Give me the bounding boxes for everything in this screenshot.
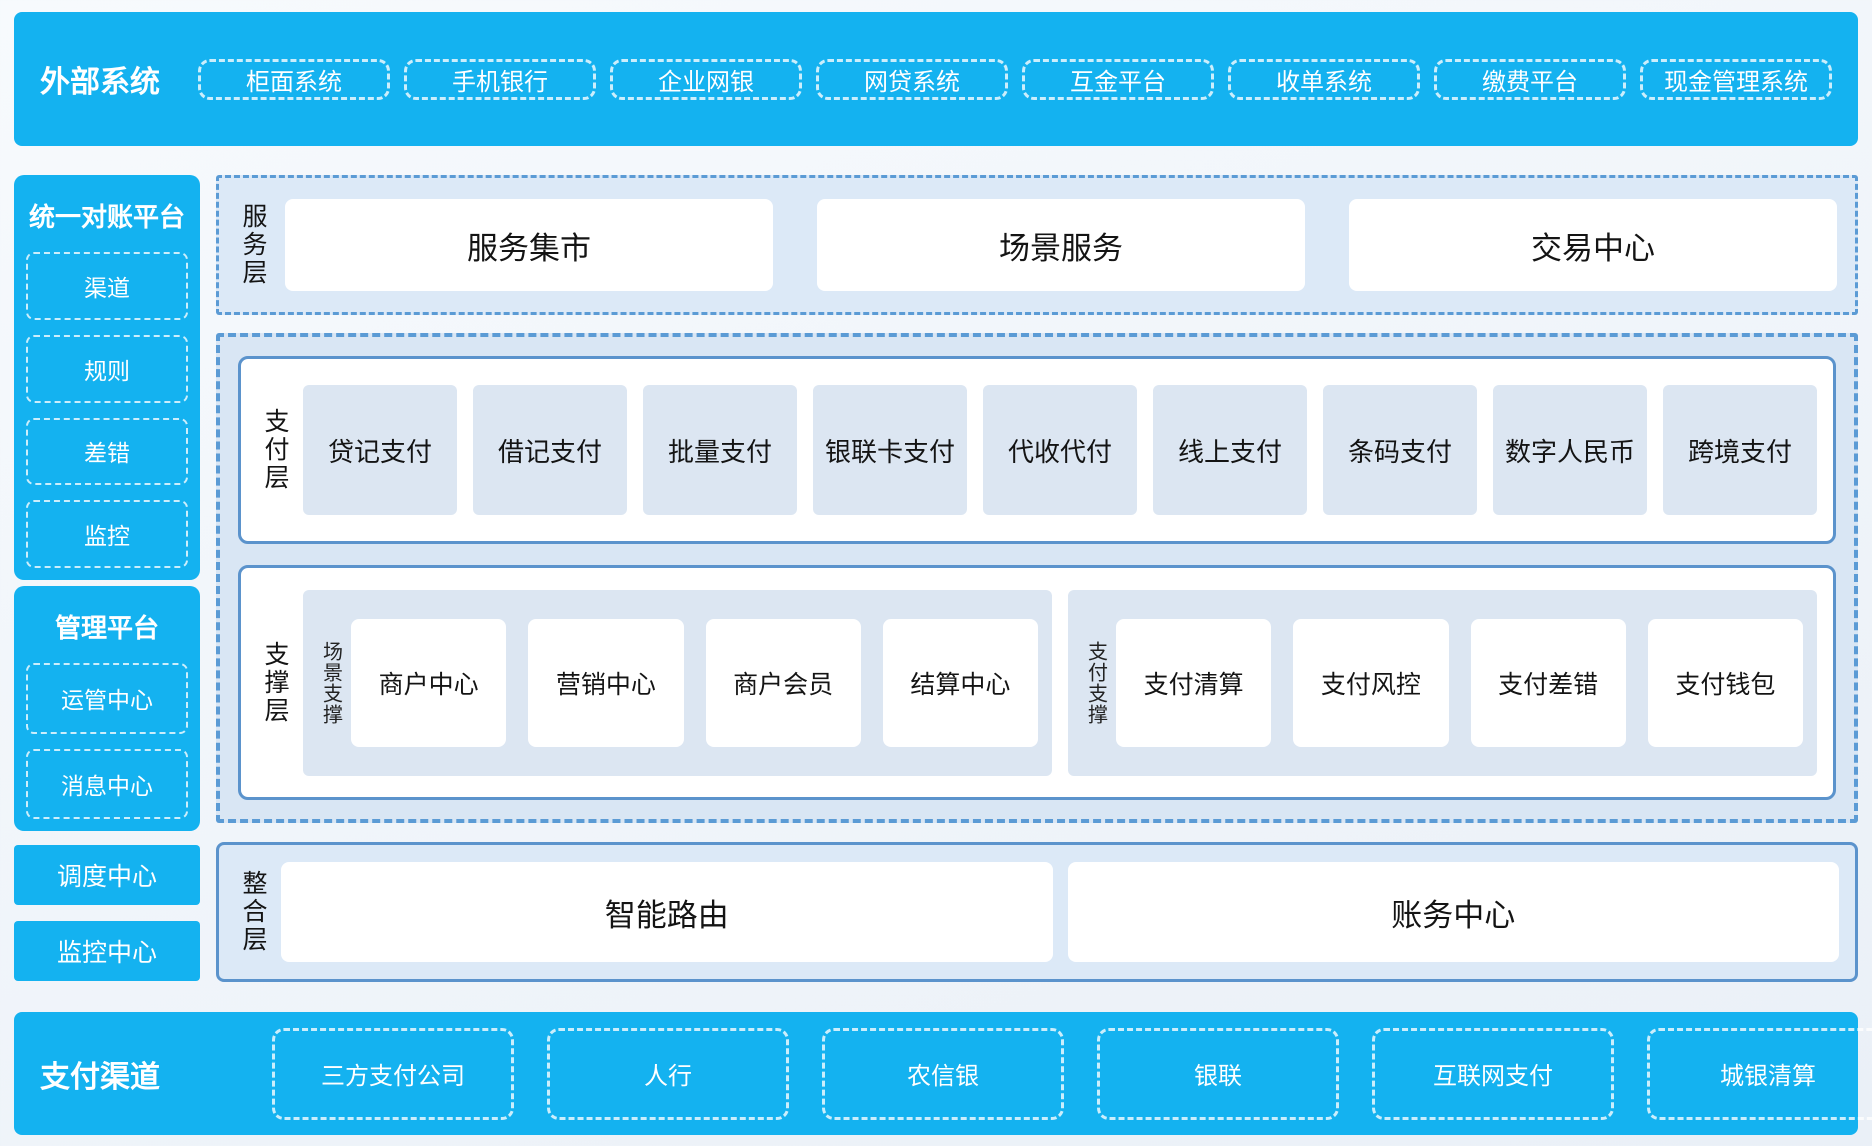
payment-channels-banner: 支付渠道 三方支付公司人行农信银银联互联网支付城银清算 (14, 1012, 1872, 1135)
reconciliation-node: 差错 (26, 417, 188, 486)
scene-support-node: 商户中心 (351, 618, 507, 747)
payment-layer-items: 贷记支付借记支付批量支付银联卡支付代收代付线上支付条码支付数字人民币跨境支付 (303, 385, 1817, 515)
payment-support-node: 支付清算 (1116, 618, 1272, 747)
scene-support-items: 商户中心营销中心商户会员结算中心 (351, 618, 1038, 747)
support-layer: 支撑层 场景支撑 商户中心营销中心商户会员结算中心 支付支撑 支付清算支付风控支… (238, 565, 1836, 800)
dispatch-center-node: 调度中心 (14, 845, 200, 905)
reconciliation-node: 渠道 (26, 252, 188, 320)
service-node: 场景服务 (817, 199, 1305, 291)
integration-node: 账务中心 (1067, 862, 1839, 962)
external-system-node: 收单系统 (1228, 58, 1420, 100)
reconciliation-node: 监控 (26, 500, 188, 568)
payment-node: 银联卡支付 (813, 385, 967, 515)
payment-channel-node: 城银清算 (1647, 1027, 1872, 1120)
service-node: 交易中心 (1349, 199, 1837, 291)
service-layer-items: 服务集市场景服务交易中心 (285, 199, 1837, 291)
integration-node: 智能路由 (281, 862, 1053, 962)
management-platform-panel: 管理平台 运管中心消息中心 (14, 586, 200, 831)
integration-layer: 整合层 智能路由账务中心 (216, 842, 1858, 982)
service-layer-label: 服务层 (239, 203, 267, 287)
external-system-node: 网贷系统 (816, 58, 1008, 100)
management-platform-title: 管理平台 (54, 613, 159, 643)
payment-node: 贷记支付 (303, 385, 457, 515)
payment-support-node: 支付钱包 (1647, 618, 1803, 747)
payment-channel-node: 银联 (1097, 1027, 1339, 1120)
middle-zone: 统一对账平台 渠道规则差错监控 管理平台 运管中心消息中心 调度中心 监控中心 … (14, 175, 1858, 982)
integration-layer-items: 智能路由账务中心 (281, 862, 1839, 962)
external-system-node: 柜面系统 (198, 58, 390, 100)
payment-channel-node: 农信银 (822, 1027, 1064, 1120)
reconciliation-platform-panel: 统一对账平台 渠道规则差错监控 (14, 175, 200, 580)
payment-node: 批量支付 (643, 385, 797, 515)
payment-support-node: 支付差错 (1470, 618, 1626, 747)
scene-support-group: 场景支撑 商户中心营销中心商户会员结算中心 (303, 589, 1052, 776)
payment-channel-node: 三方支付公司 (272, 1027, 514, 1120)
sidebar: 统一对账平台 渠道规则差错监控 管理平台 运管中心消息中心 调度中心 监控中心 (14, 175, 200, 982)
external-systems-banner: 外部系统 柜面系统手机银行企业网银网贷系统互金平台收单系统缴费平台现金管理系统 (14, 12, 1858, 146)
payment-node: 代收代付 (983, 385, 1137, 515)
payment-layer: 支付层 贷记支付借记支付批量支付银联卡支付代收代付线上支付条码支付数字人民币跨境… (238, 356, 1836, 544)
reconciliation-platform-items: 渠道规则差错监控 (26, 252, 188, 568)
reconciliation-node: 规则 (26, 334, 188, 403)
payment-node: 线上支付 (1153, 385, 1307, 515)
external-systems-title: 外部系统 (40, 66, 160, 99)
external-systems-list: 柜面系统手机银行企业网银网贷系统互金平台收单系统缴费平台现金管理系统 (198, 31, 1832, 127)
payment-channel-node: 人行 (547, 1027, 789, 1120)
scene-support-label: 场景支撑 (319, 640, 342, 725)
payment-layer-label: 支付层 (261, 408, 289, 492)
payment-channels-title: 支付渠道 (40, 1060, 160, 1094)
payment-channels-list: 三方支付公司人行农信银银联互联网支付城银清算 (272, 1027, 1872, 1120)
management-platform-items: 运管中心消息中心 (26, 663, 188, 819)
payment-support-node: 支付风控 (1293, 618, 1449, 747)
external-system-node: 手机银行 (404, 58, 596, 100)
service-layer: 服务层 服务集市场景服务交易中心 (216, 175, 1858, 315)
external-system-node: 互金平台 (1022, 58, 1214, 100)
payment-channel-node: 互联网支付 (1372, 1027, 1614, 1120)
reconciliation-platform-title: 统一对账平台 (28, 202, 185, 232)
integration-layer-label: 整合层 (239, 870, 267, 954)
payment-node: 数字人民币 (1493, 385, 1647, 515)
monitor-center-node: 监控中心 (14, 921, 200, 981)
payment-support-items: 支付清算支付风控支付差错支付钱包 (1116, 618, 1803, 747)
payment-support-label: 支付支撑 (1084, 640, 1107, 725)
payment-support-wrapper: 支付层 贷记支付借记支付批量支付银联卡支付代收代付线上支付条码支付数字人民币跨境… (216, 333, 1858, 823)
support-layer-label: 支撑层 (261, 640, 289, 725)
payment-node: 跨境支付 (1663, 385, 1817, 515)
management-node: 运管中心 (26, 663, 188, 734)
payment-node: 借记支付 (473, 385, 627, 515)
support-layer-groups: 场景支撑 商户中心营销中心商户会员结算中心 支付支撑 支付清算支付风控支付差错支… (303, 589, 1817, 776)
payment-support-group: 支付支撑 支付清算支付风控支付差错支付钱包 (1068, 589, 1817, 776)
layers-content: 服务层 服务集市场景服务交易中心 支付层 贷记支付借记支付批量支付银联卡支付代收… (216, 175, 1858, 982)
scene-support-node: 结算中心 (882, 618, 1038, 747)
external-system-node: 企业网银 (610, 58, 802, 100)
external-system-node: 现金管理系统 (1640, 58, 1832, 100)
payment-node: 条码支付 (1323, 385, 1477, 515)
external-system-node: 缴费平台 (1434, 58, 1626, 100)
scene-support-node: 营销中心 (528, 618, 684, 747)
management-node: 消息中心 (26, 748, 188, 819)
scene-support-node: 商户会员 (705, 618, 861, 747)
service-node: 服务集市 (285, 199, 773, 291)
